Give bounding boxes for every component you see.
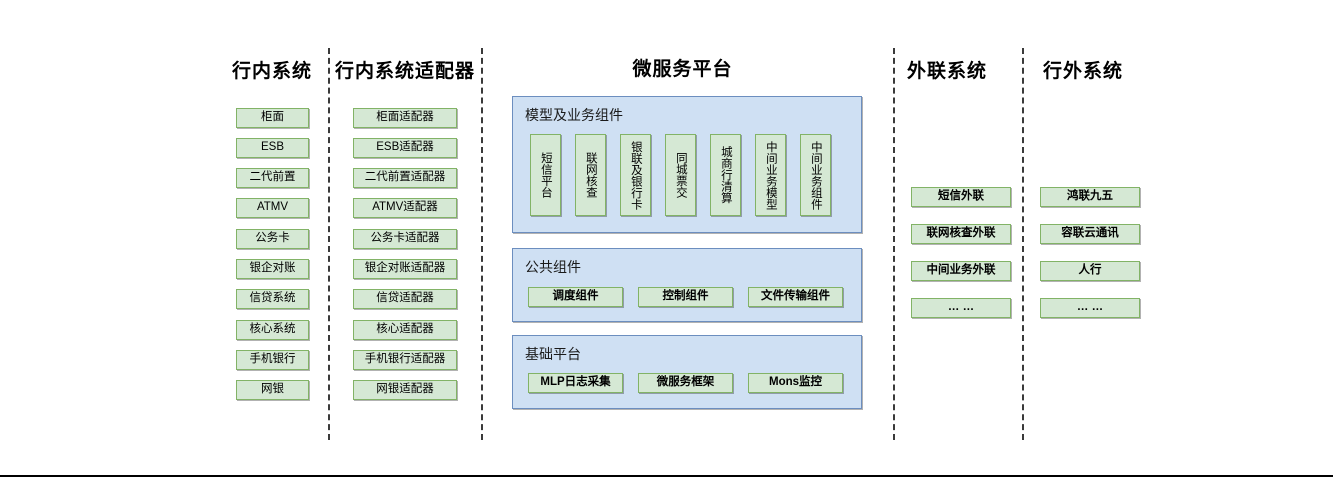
- node-outside-system[interactable]: 鸿联九五: [1040, 187, 1140, 207]
- divider-internal-systems-adapters: [328, 48, 330, 440]
- node-model-component[interactable]: 银联及银行卡: [620, 134, 651, 216]
- node-label: 公务卡适配器: [370, 232, 440, 245]
- node-internal-system[interactable]: 柜面: [236, 108, 309, 128]
- node-outside-system[interactable]: 人行: [1040, 261, 1140, 281]
- node-label: 网银适配器: [376, 383, 434, 396]
- node-public-component[interactable]: 控制组件: [638, 287, 733, 307]
- node-internal-adapter[interactable]: 手机银行适配器: [353, 350, 457, 370]
- node-label: 二代前置适配器: [364, 171, 446, 184]
- node-label: 同城票交: [674, 152, 687, 198]
- node-label: 二代前置: [249, 171, 296, 184]
- node-label: ATMV适配器: [372, 201, 438, 214]
- node-label: 调度组件: [552, 290, 599, 303]
- node-internal-adapter[interactable]: 公务卡适配器: [353, 229, 457, 249]
- node-label: 中间业务组件: [809, 140, 822, 210]
- node-base-platform-component[interactable]: Mons监控: [748, 373, 843, 393]
- node-external-link-system[interactable]: 短信外联: [911, 187, 1011, 207]
- node-model-component[interactable]: 中间业务组件: [800, 134, 831, 216]
- panel-title: 基础平台: [525, 346, 581, 362]
- column-title-microservice-platform: 微服务平台: [632, 59, 733, 80]
- panel-base-platform: 基础平台: [512, 335, 862, 409]
- node-label: 联网核查: [584, 152, 597, 198]
- column-title-internal-adapters: 行内系统适配器: [334, 61, 475, 82]
- node-internal-system[interactable]: 银企对账: [236, 259, 309, 279]
- node-internal-adapter[interactable]: 柜面适配器: [353, 108, 457, 128]
- column-title-internal-systems: 行内系统: [231, 61, 312, 82]
- node-label: 短信外联: [938, 190, 984, 203]
- node-model-component[interactable]: 城商行清算: [710, 134, 741, 216]
- node-internal-system[interactable]: ATMV: [236, 198, 309, 218]
- node-label: 核心适配器: [376, 323, 434, 336]
- node-model-component[interactable]: 中间业务模型: [755, 134, 786, 216]
- divider-platform-external: [893, 48, 895, 440]
- node-external-link-system[interactable]: 中间业务外联: [911, 261, 1011, 281]
- node-label: 联网核查外联: [926, 227, 996, 240]
- node-label: 信贷适配器: [376, 292, 434, 305]
- node-internal-adapter[interactable]: 核心适配器: [353, 320, 457, 340]
- node-label: ESB适配器: [376, 141, 434, 154]
- node-internal-adapter[interactable]: 银企对账适配器: [353, 259, 457, 279]
- node-label: 短信平台: [539, 152, 552, 198]
- node-label: 微服务框架: [656, 376, 715, 389]
- node-model-component[interactable]: 短信平台: [530, 134, 561, 216]
- node-label: 公务卡: [255, 232, 290, 245]
- node-label: 核心系统: [249, 323, 296, 336]
- node-label: 人行: [1078, 264, 1102, 277]
- node-label: 城商行清算: [719, 146, 732, 204]
- node-base-platform-component[interactable]: 微服务框架: [638, 373, 733, 393]
- node-label: … …: [1076, 301, 1104, 314]
- divider-external-outside: [1022, 48, 1024, 440]
- node-internal-adapter[interactable]: ESB适配器: [353, 138, 457, 158]
- node-internal-system[interactable]: 二代前置: [236, 168, 309, 188]
- node-label: 银企对账适配器: [364, 262, 446, 275]
- column-title-external-link-systems: 外联系统: [906, 61, 987, 82]
- node-label: … …: [947, 301, 975, 314]
- node-label: MLP日志采集: [540, 376, 611, 389]
- node-label: 控制组件: [662, 290, 709, 303]
- node-external-link-system[interactable]: 联网核查外联: [911, 224, 1011, 244]
- node-label: 柜面适配器: [376, 111, 434, 124]
- node-internal-adapter[interactable]: 二代前置适配器: [353, 168, 457, 188]
- node-external-link-system[interactable]: … …: [911, 298, 1011, 318]
- node-model-component[interactable]: 联网核查: [575, 134, 606, 216]
- node-label: 银联及银行卡: [629, 140, 642, 210]
- node-label: 银企对账: [249, 262, 296, 275]
- node-base-platform-component[interactable]: MLP日志采集: [528, 373, 623, 393]
- column-title-outside-systems: 行外系统: [1042, 61, 1123, 82]
- node-label: ESB: [260, 141, 284, 154]
- node-internal-system[interactable]: 信贷系统: [236, 289, 309, 309]
- node-outside-system[interactable]: 容联云通讯: [1040, 224, 1140, 244]
- node-label: 文件传输组件: [761, 290, 830, 303]
- node-internal-adapter[interactable]: 信贷适配器: [353, 289, 457, 309]
- node-internal-adapter[interactable]: ATMV适配器: [353, 198, 457, 218]
- panel-title: 模型及业务组件: [525, 107, 623, 123]
- node-public-component[interactable]: 文件传输组件: [748, 287, 843, 307]
- panel-title: 公共组件: [525, 259, 581, 275]
- panel-public-components: 公共组件: [512, 248, 862, 322]
- node-internal-system[interactable]: ESB: [236, 138, 309, 158]
- divider-adapters-platform: [481, 48, 483, 440]
- node-outside-system[interactable]: … …: [1040, 298, 1140, 318]
- node-label: 鸿联九五: [1067, 190, 1113, 203]
- node-public-component[interactable]: 调度组件: [528, 287, 623, 307]
- node-label: Mons监控: [768, 376, 823, 389]
- node-label: 网银: [261, 383, 284, 396]
- node-internal-system[interactable]: 手机银行: [236, 350, 309, 370]
- node-label: ATMV: [256, 201, 289, 214]
- node-internal-system[interactable]: 核心系统: [236, 320, 309, 340]
- node-label: 手机银行: [249, 353, 296, 366]
- page-bottom-rule: [0, 475, 1333, 477]
- node-label: 手机银行适配器: [364, 353, 446, 366]
- node-label: 信贷系统: [249, 292, 296, 305]
- node-internal-system[interactable]: 网银: [236, 380, 309, 400]
- node-internal-system[interactable]: 公务卡: [236, 229, 309, 249]
- node-label: 中间业务外联: [926, 264, 996, 277]
- node-label: 柜面: [261, 111, 284, 124]
- node-model-component[interactable]: 同城票交: [665, 134, 696, 216]
- node-internal-adapter[interactable]: 网银适配器: [353, 380, 457, 400]
- node-label: 容联云通讯: [1061, 227, 1119, 240]
- node-label: 中间业务模型: [764, 140, 777, 210]
